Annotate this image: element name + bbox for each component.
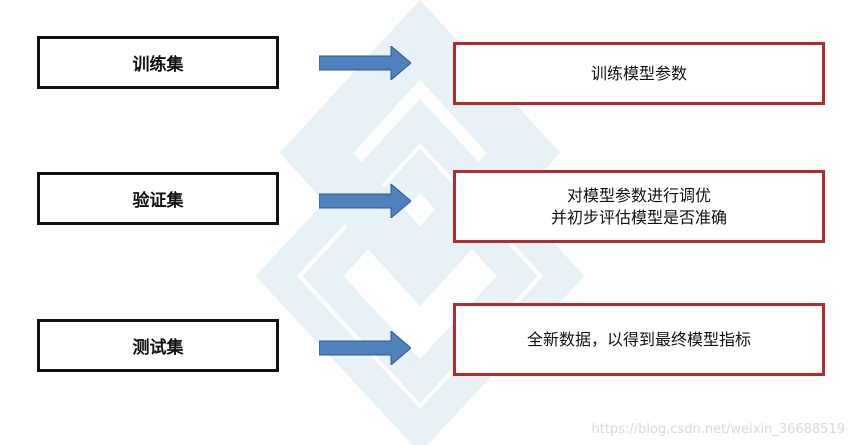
validation-set-label: 验证集 [132, 191, 184, 211]
training-arrow-icon [319, 46, 411, 80]
validation-result-line-1: 对模型参数进行调优 [566, 185, 711, 205]
training-set-label: 训练集 [132, 55, 184, 75]
training-set-box: 训练集 [37, 36, 279, 89]
test-result-text: 全新数据，以得到最终模型指标 [527, 329, 751, 351]
test-result-line-1: 全新数据，以得到最终模型指标 [526, 329, 751, 349]
test-result-box: 全新数据，以得到最终模型指标 [453, 303, 825, 376]
training-result-box: 训练模型参数 [453, 42, 825, 105]
validation-arrow-icon [319, 184, 411, 218]
validation-set-box: 验证集 [37, 172, 279, 225]
validation-result-line-2: 并初步评估模型是否准确 [550, 207, 727, 227]
training-result-text: 训练模型参数 [591, 63, 687, 85]
training-result-line-1: 训练模型参数 [590, 63, 687, 83]
test-set-label: 测试集 [132, 338, 184, 358]
test-arrow-icon [319, 331, 411, 365]
watermark-url: https://blog.csdn.net/weixin_36688519 [591, 422, 845, 437]
validation-result-box: 对模型参数进行调优 并初步评估模型是否准确 [453, 170, 825, 243]
validation-result-text: 对模型参数进行调优 并初步评估模型是否准确 [551, 185, 727, 229]
test-set-box: 测试集 [37, 319, 279, 372]
